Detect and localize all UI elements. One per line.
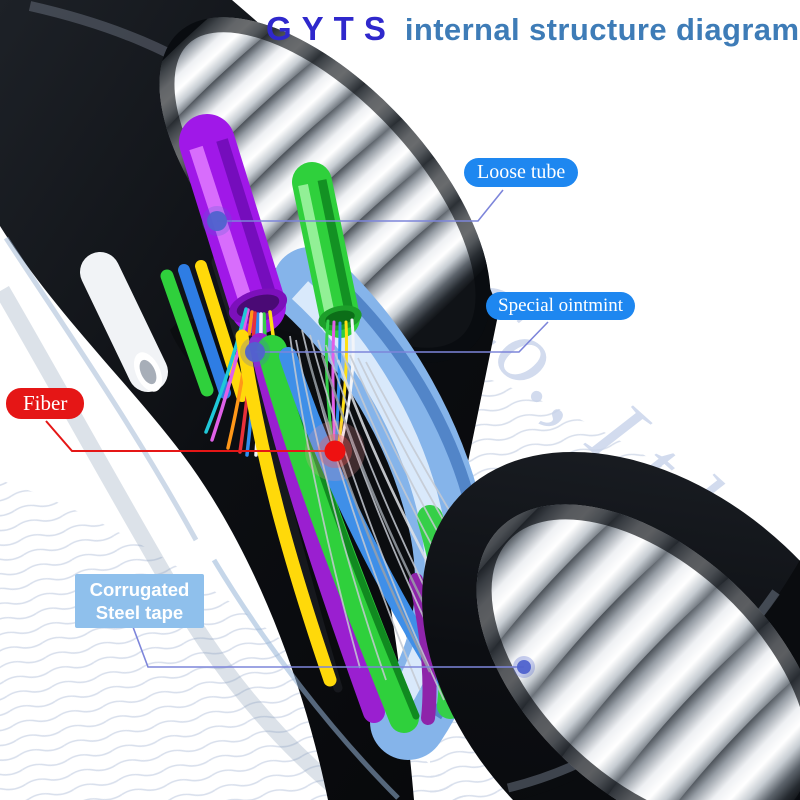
corrugated-steel-tape-label-line2: Steel tape [95, 602, 184, 624]
fiber-label: Fiber [6, 388, 85, 419]
corrugated-steel-tape-label: Corrugated Steel tape [75, 574, 204, 629]
title-subtitle: internal structure diagram [404, 12, 800, 47]
fiber-pointer [45, 420, 365, 481]
corrugated-steel-tape-label-line1: Corrugated [89, 579, 190, 600]
callout-pointers [45, 189, 549, 678]
page-title: GYTS internal structure diagram [266, 10, 799, 48]
loose-tube-pointer [202, 189, 504, 236]
corrugated-steel-pointer [132, 626, 535, 678]
title-model-code: GYTS [266, 10, 396, 47]
special-ointment-label: Special ointmint [486, 292, 636, 320]
special-ointment-pointer [240, 321, 549, 367]
loose-tube-label: Loose tube [464, 158, 579, 187]
